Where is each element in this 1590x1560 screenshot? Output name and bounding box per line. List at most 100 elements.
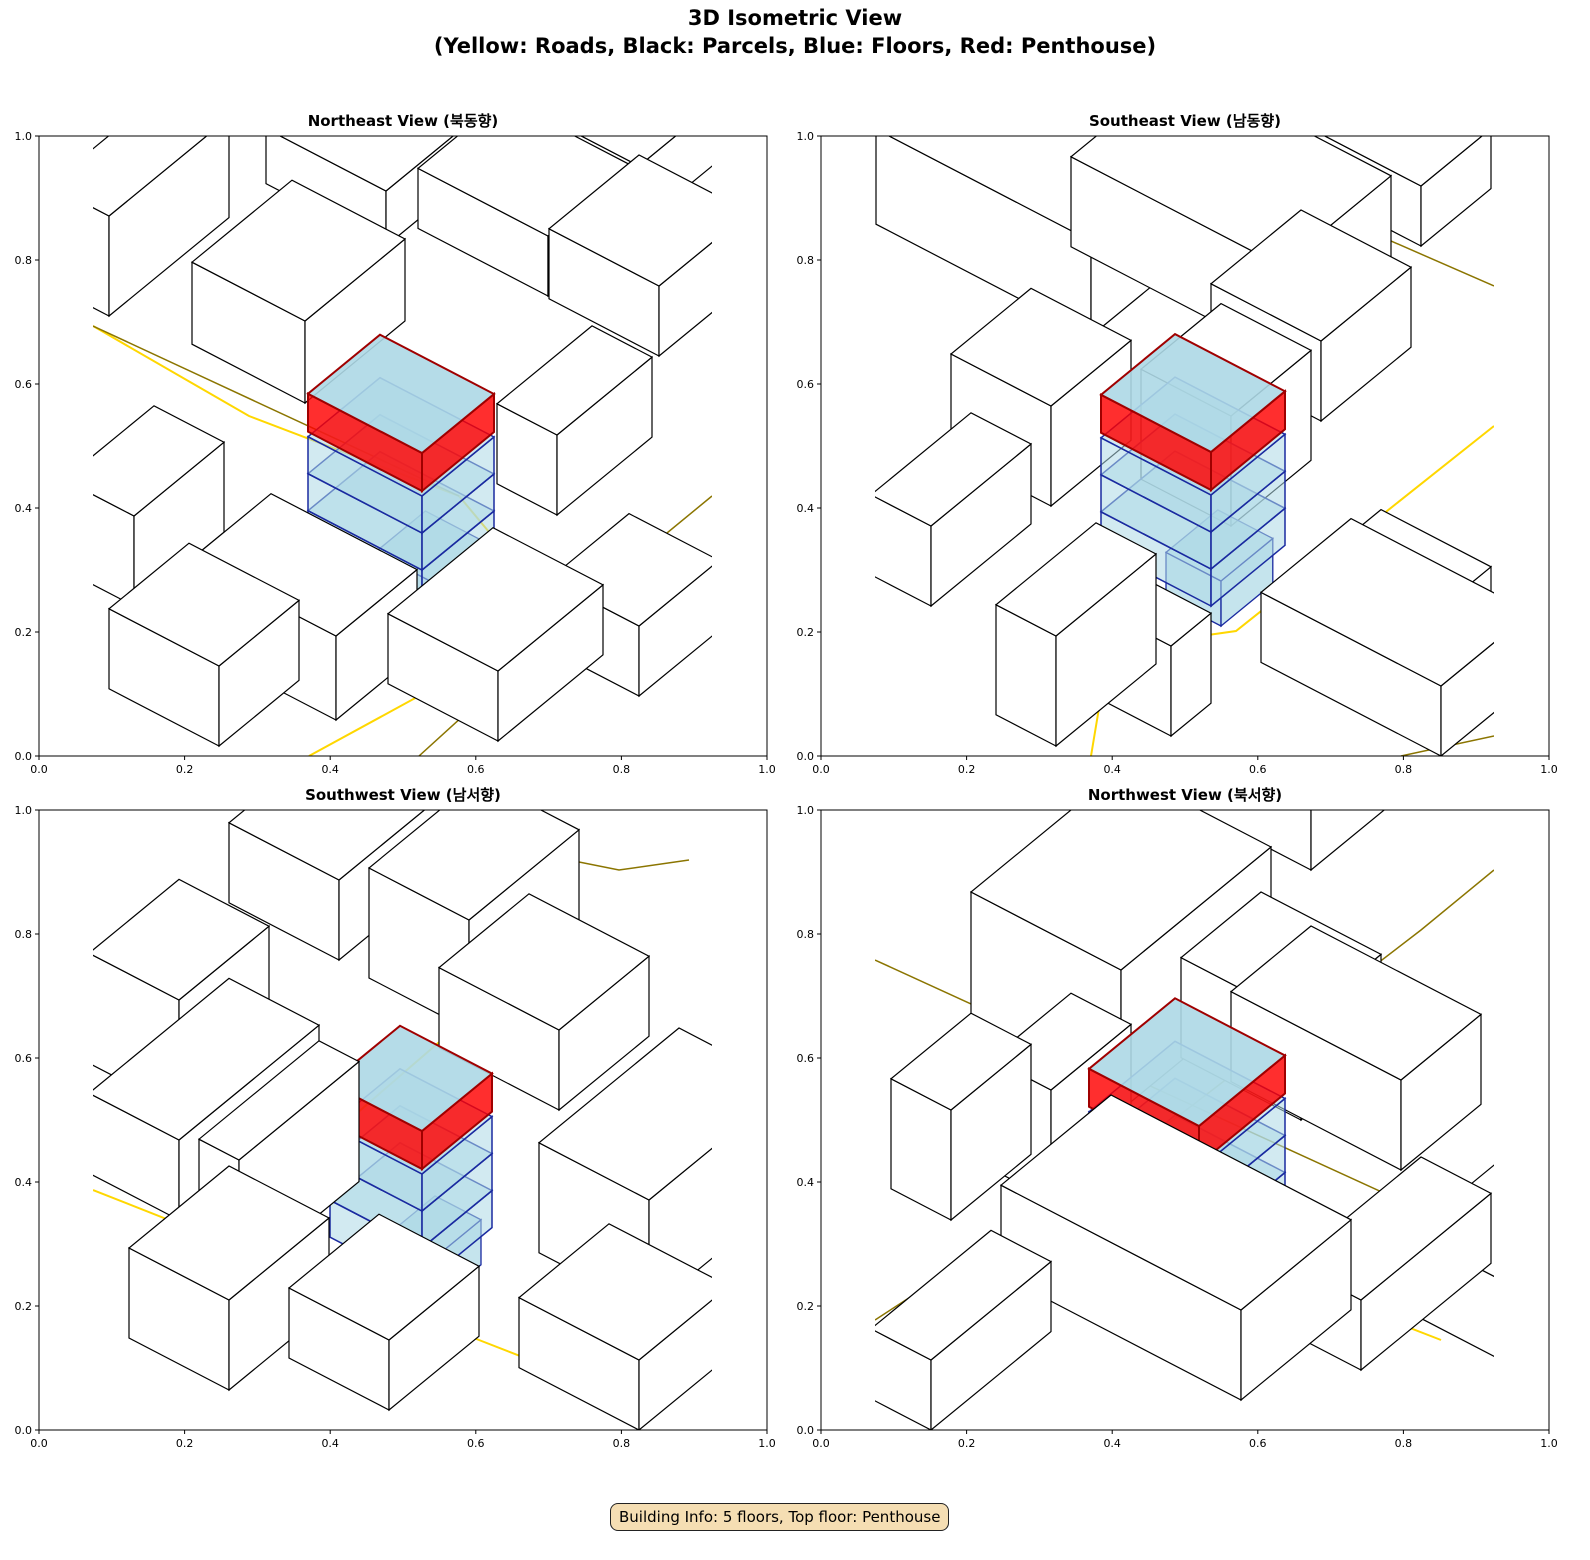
y-tick-label: 0.2 (797, 626, 815, 639)
y-tick-label: 0.4 (797, 502, 815, 515)
x-tick-label: 0.8 (613, 1437, 631, 1450)
y-tick-label: 0.4 (15, 1176, 33, 1189)
top-face (1209, 209, 1413, 342)
parcel-building (127, 1165, 331, 1392)
parcel-building (994, 522, 1158, 748)
y-tick-label: 0.6 (15, 1052, 33, 1065)
right-face (658, 241, 712, 358)
x-tick-label: 1.0 (1540, 1437, 1558, 1450)
top-face (328, 1024, 494, 1133)
y-tick-label: 0.0 (15, 1424, 33, 1437)
y-tick-label: 1.0 (797, 130, 815, 143)
scene (93, 810, 712, 1430)
figure-title-line2: (Yellow: Roads, Black: Parcels, Blue: Fl… (433, 34, 1157, 58)
x-tick-label: 0.2 (958, 763, 976, 776)
right-face (638, 1299, 712, 1430)
right-face (108, 136, 230, 318)
top-face (999, 1094, 1353, 1311)
x-tick-label: 0.6 (467, 763, 485, 776)
axes-frame (820, 135, 1550, 757)
y-tick-label: 0.6 (797, 1052, 815, 1065)
x-tick-label: 0.0 (30, 1437, 48, 1450)
y-tick-label: 0.8 (797, 254, 815, 267)
y-tick-label: 0.2 (797, 1300, 815, 1313)
panel-title-southeast: Southeast View (남동향) (1088, 112, 1282, 130)
parcel-building (93, 405, 226, 608)
x-tick-label: 0.6 (1249, 763, 1267, 776)
parcel-building (517, 1223, 712, 1430)
right-face (1501, 1182, 1590, 1360)
top-face (107, 542, 301, 667)
y-tick-label: 0.8 (15, 928, 33, 941)
parcel-building (190, 179, 407, 405)
x-tick-label: 1.0 (758, 763, 776, 776)
parcel-building (1259, 517, 1494, 756)
parcel-building (889, 1012, 1033, 1222)
right-face (1440, 641, 1494, 756)
axes-frame (38, 135, 768, 757)
right-face (1420, 136, 1492, 248)
x-tick-label: 0.8 (1395, 1437, 1413, 1450)
top-face (517, 1223, 712, 1361)
x-tick-label: 0.0 (30, 763, 48, 776)
y-tick-label: 1.0 (15, 130, 33, 143)
x-tick-label: 0.6 (1249, 1437, 1267, 1450)
top-face (93, 977, 321, 1141)
top-face (1099, 332, 1287, 454)
y-tick-label: 0.8 (797, 928, 815, 941)
y-tick-label: 0.8 (15, 254, 33, 267)
right-face (638, 565, 712, 698)
parcel-building (386, 526, 605, 743)
top-face (1087, 997, 1287, 1128)
x-tick-label: 0.2 (176, 1437, 194, 1450)
top-face (969, 810, 1273, 971)
top-face (889, 1012, 1033, 1111)
x-tick-label: 0.4 (1103, 1437, 1121, 1450)
top-face (994, 522, 1158, 637)
parcel-building (547, 154, 712, 358)
top-face (306, 333, 496, 455)
y-tick-label: 0.4 (797, 1176, 815, 1189)
parcel-building (287, 1213, 481, 1412)
parcel-building (93, 136, 230, 318)
right-face (1310, 810, 1386, 872)
x-tick-label: 0.2 (958, 1437, 976, 1450)
top-face (580, 136, 677, 167)
y-tick-label: 0.2 (15, 1300, 33, 1313)
panel-title-southwest: Southwest View (남서향) (305, 786, 501, 804)
top-face (1229, 925, 1483, 1081)
top-face (537, 1027, 712, 1201)
panel-title-northwest: Northwest View (북서향) (1087, 786, 1283, 804)
x-tick-label: 0.4 (321, 1437, 339, 1450)
parcel-building (107, 542, 301, 748)
top-face (875, 412, 1033, 527)
y-tick-label: 0.6 (797, 378, 815, 391)
top-face (367, 810, 581, 921)
top-face (127, 1165, 331, 1301)
y-tick-label: 0.6 (15, 378, 33, 391)
x-tick-label: 0.0 (812, 763, 830, 776)
x-tick-label: 1.0 (758, 1437, 776, 1450)
top-face (190, 179, 407, 322)
parcel-building (1229, 925, 1483, 1172)
parcel-building (437, 893, 651, 1112)
penthouse-floor (1099, 332, 1287, 493)
panel-title-northeast: Northeast View (북동향) (307, 112, 499, 130)
top-face (1259, 517, 1494, 687)
y-tick-label: 1.0 (15, 804, 33, 817)
building-info-box: Building Info: 5 floors, Top floor: Pent… (610, 1503, 950, 1531)
top-face (495, 325, 654, 436)
x-tick-label: 0.0 (812, 1437, 830, 1450)
parcel-building (875, 412, 1033, 608)
x-tick-label: 0.8 (613, 763, 631, 776)
top-face (949, 287, 1133, 407)
top-face (197, 1040, 361, 1161)
y-tick-label: 0.4 (15, 502, 33, 515)
top-face (93, 405, 226, 517)
